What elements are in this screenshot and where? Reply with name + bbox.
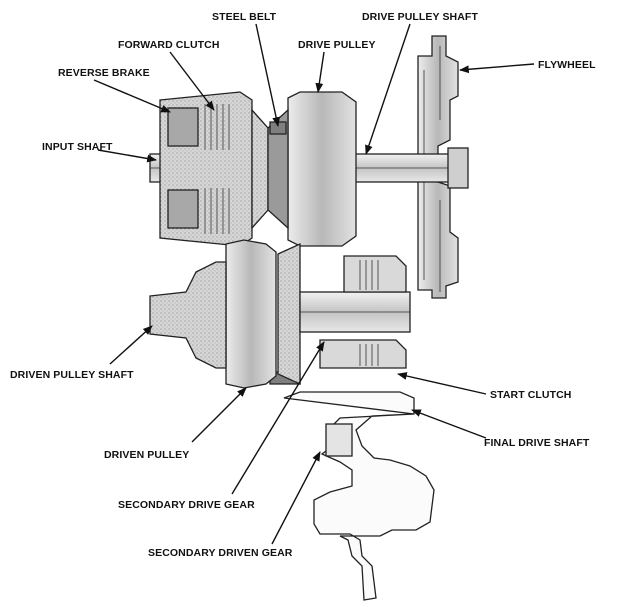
leader-steel-belt <box>255 23 280 127</box>
driven-pulley-shaft-part <box>149 261 411 369</box>
label-drive-pulley-shaft: DRIVE PULLEY SHAFT <box>362 11 478 23</box>
label-reverse-brake: REVERSE BRAKE <box>58 67 150 79</box>
driven-pulley-part <box>225 239 301 389</box>
label-start-clutch: START CLUTCH <box>490 389 572 401</box>
leader-driven-pulley <box>191 387 247 443</box>
leader-forward-clutch <box>169 51 215 111</box>
label-driven-pulley-shaft: DRIVEN PULLEY SHAFT <box>10 369 134 381</box>
label-flywheel: FLYWHEEL <box>538 59 596 71</box>
drive-pulley-part <box>251 91 357 247</box>
leader-lines <box>93 23 535 545</box>
label-forward-clutch: FORWARD CLUTCH <box>118 39 220 51</box>
label-drive-pulley: DRIVE PULLEY <box>298 39 376 51</box>
leader-drive-pulley-shaft <box>365 23 411 155</box>
final-drive-part <box>283 391 435 601</box>
leader-drive-pulley <box>315 51 325 93</box>
label-input-shaft: INPUT SHAFT <box>42 141 113 153</box>
leader-reverse-brake <box>93 79 171 113</box>
label-driven-pulley: DRIVEN PULLEY <box>104 449 189 461</box>
label-secondary-drive-gear: SECONDARY DRIVE GEAR <box>118 499 255 511</box>
leader-start-clutch <box>397 372 487 395</box>
start-clutch-part <box>319 255 407 369</box>
clutch-housing-part <box>159 91 253 247</box>
leader-flywheel <box>459 63 535 74</box>
leader-secondary-drive-gear <box>231 341 325 495</box>
leader-secondary-driven-gear <box>271 451 321 545</box>
leader-driven-pulley-shaft <box>109 325 153 365</box>
leader-final-drive-shaft <box>411 409 487 439</box>
leader-input-shaft <box>97 149 157 163</box>
label-steel-belt: STEEL BELT <box>212 11 277 23</box>
label-secondary-driven-gear: SECONDARY DRIVEN GEAR <box>148 547 293 559</box>
label-final-drive-shaft: FINAL DRIVE SHAFT <box>484 437 590 449</box>
